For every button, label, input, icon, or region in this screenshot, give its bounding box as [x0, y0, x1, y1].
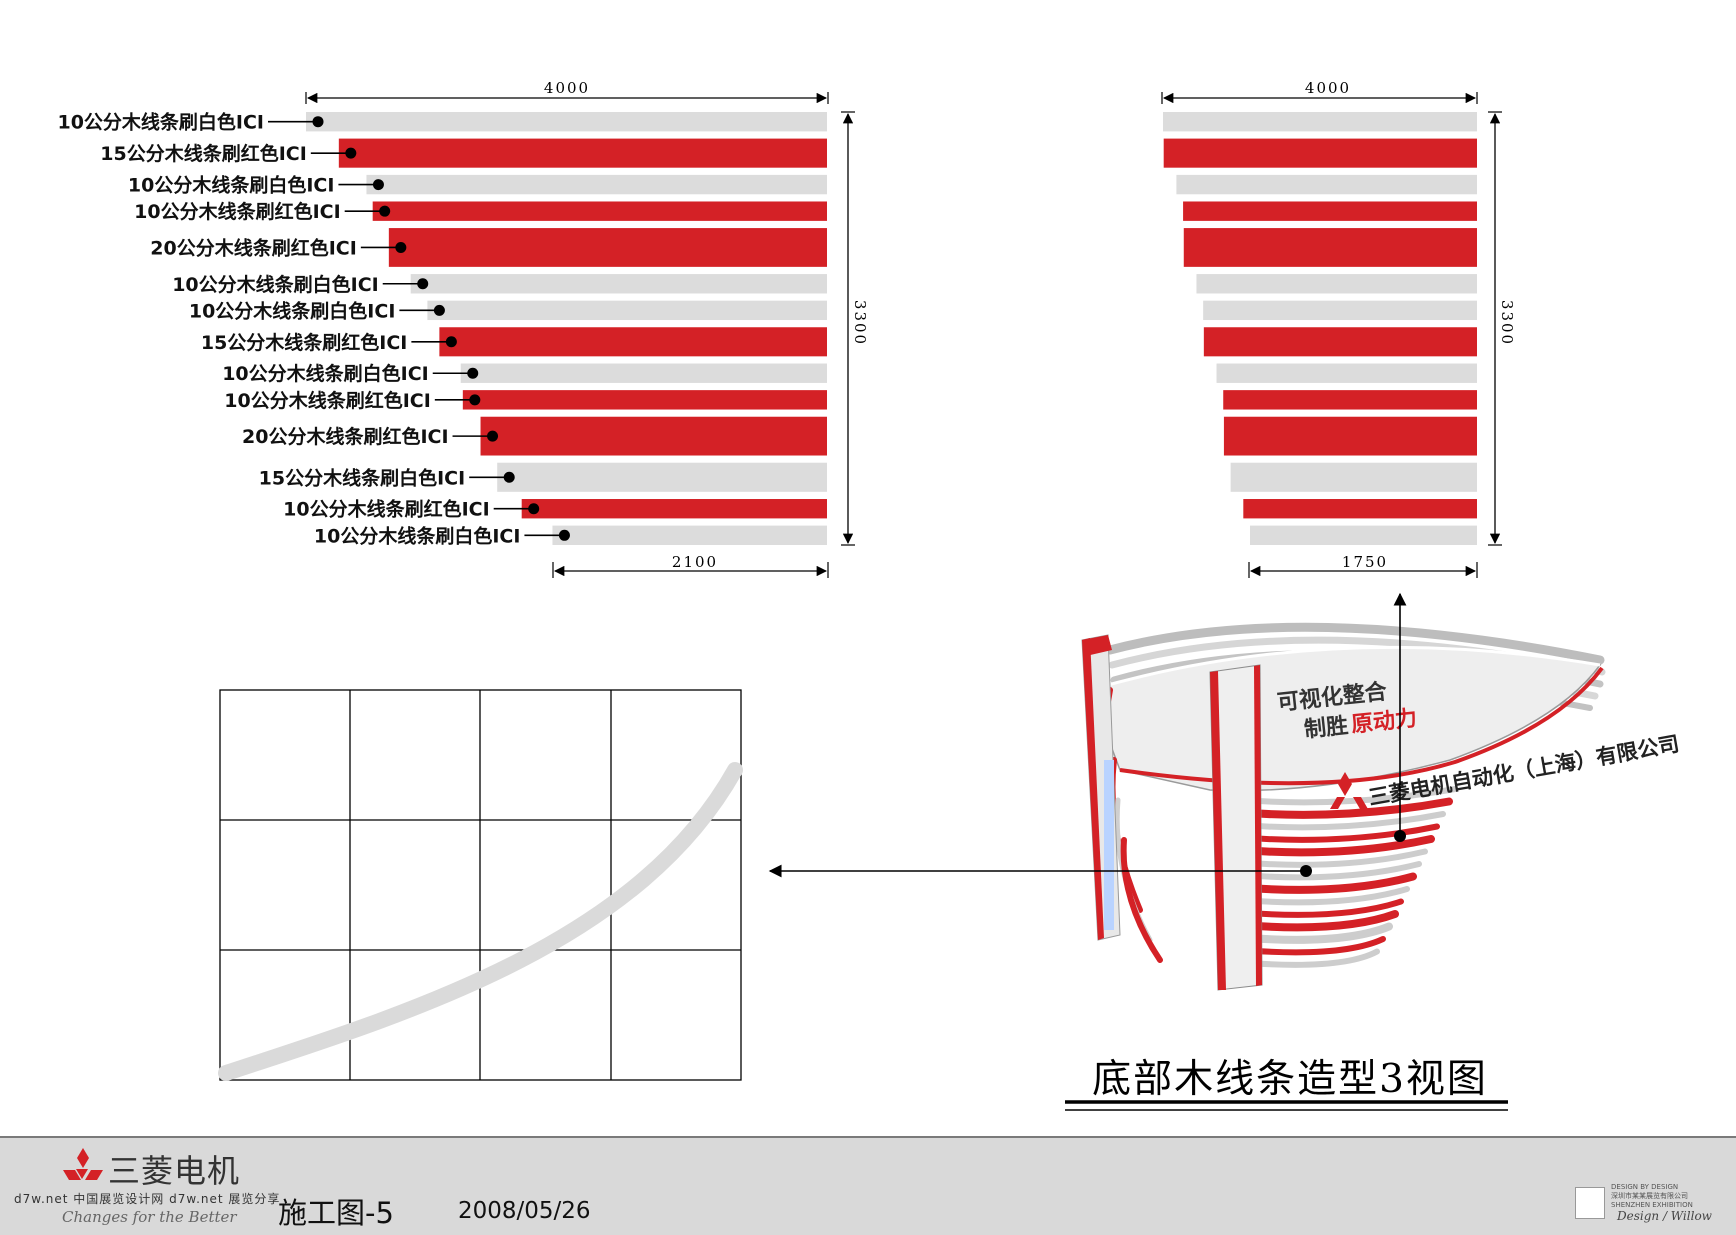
front-bar-11 — [480, 416, 827, 456]
side-bar-3 — [1176, 174, 1477, 195]
side-bottom-dimension: 1750 — [1248, 553, 1478, 578]
leader-dot-12 — [503, 471, 515, 483]
side-elevation-view: 4000 3300 1750 — [1161, 79, 1516, 578]
leader-dot-1 — [312, 116, 324, 128]
front-bar-4 — [372, 201, 827, 221]
leader-dot-5 — [395, 241, 407, 253]
sheet-date: 2008/05/26 — [458, 1198, 591, 1224]
bar-label-13: 10公分木线条刷红色ICI — [283, 498, 490, 521]
brand-slogan: Changes for the Better — [62, 1208, 237, 1226]
front-bottom-dim-text: 2100 — [672, 553, 718, 571]
front-bars — [306, 112, 827, 545]
bar-label-11: 20公分木线条刷红色ICI — [242, 425, 449, 448]
render-front-column — [1209, 664, 1263, 991]
front-bar-14 — [552, 525, 827, 545]
leader-dot-7 — [433, 304, 445, 316]
side-bar-1 — [1163, 112, 1477, 132]
side-bar-11 — [1223, 416, 1477, 456]
side-side-dim-text: 3300 — [1498, 300, 1516, 346]
plan-grid — [219, 689, 742, 1081]
front-elevation-view: 10公分木线条刷白色ICI 15公分木线条刷红色ICI 10公分木线条刷白色ICI 1… — [57, 79, 869, 578]
leader-dot-4 — [379, 205, 391, 217]
designer-logo-icon — [1575, 1187, 1605, 1219]
front-side-dimension: 3300 — [841, 111, 869, 546]
bar-label-5: 20公分木线条刷红色ICI — [150, 236, 357, 259]
bar-label-12: 15公分木线条刷白色ICI — [259, 466, 466, 489]
view-title: 底部木线条造型3视图 — [1092, 1057, 1488, 1102]
leader-dot-6 — [417, 278, 429, 290]
side-top-dim-text: 4000 — [1305, 79, 1351, 97]
leader-dot-8 — [445, 336, 457, 348]
watermark-text: d7w.net 中国展览设计网 d7w.net 展览分享 — [14, 1192, 281, 1206]
bar-label-9: 10公分木线条刷白色ICI — [222, 362, 429, 385]
bar-label-8: 15公分木线条刷红色ICI — [201, 331, 408, 354]
front-bar-13 — [521, 499, 827, 519]
leader-dot-9 — [467, 367, 479, 379]
side-bar-12 — [1230, 462, 1477, 492]
side-bottom-dim-text: 1750 — [1342, 553, 1388, 571]
mitsubishi-logo-icon — [63, 1148, 103, 1180]
front-bottom-dimension: 2100 — [552, 553, 829, 578]
leader-dot-2 — [345, 147, 357, 159]
side-bar-6 — [1196, 274, 1477, 294]
front-bar-1 — [306, 112, 827, 132]
side-bar-7 — [1203, 300, 1477, 321]
front-bar-12 — [497, 462, 827, 492]
leader-dot-13 — [528, 503, 540, 515]
leader-dot-10 — [469, 394, 481, 406]
view-title-block: 底部木线条造型3视图 — [1065, 1057, 1508, 1111]
designer-signature: Design / Willow — [1617, 1209, 1712, 1223]
front-bar-2 — [338, 138, 827, 168]
bar-label-3: 10公分木线条刷白色ICI — [128, 174, 335, 197]
front-bar-8 — [439, 327, 827, 357]
front-bar-7 — [427, 300, 827, 321]
brand-name-cn: 三菱电机 — [108, 1152, 241, 1190]
bar-label-4: 10公分木线条刷红色ICI — [134, 200, 341, 223]
bar-label-7: 10公分木线条刷白色ICI — [189, 299, 396, 322]
side-bar-5 — [1183, 228, 1477, 267]
side-bars — [1163, 112, 1477, 545]
booth-3d-render: 可视化整合 制胜 原动力 三菱电机自动化（上海）有限公司 — [768, 592, 1681, 991]
front-labels: 10公分木线条刷白色ICI 15公分木线条刷红色ICI 10公分木线条刷白色ICI 1… — [57, 111, 570, 547]
side-bar-8 — [1203, 327, 1477, 357]
side-bar-9 — [1216, 363, 1477, 383]
front-bar-6 — [410, 274, 827, 294]
side-top-dimension: 4000 — [1161, 79, 1478, 104]
designer-stamp: DESIGN BY DESIGN 深圳市某某展览有限公司 SHENZHEN EX… — [1575, 1183, 1715, 1229]
front-bar-5 — [388, 228, 827, 267]
front-bar-9 — [460, 363, 827, 383]
title-block-footer — [0, 1136, 1736, 1235]
bar-label-10: 10公分木线条刷红色ICI — [224, 389, 431, 412]
bar-label-2: 15公分木线条刷红色ICI — [100, 142, 307, 165]
front-side-dim-text: 3300 — [851, 300, 869, 346]
side-bar-4 — [1183, 201, 1477, 221]
render-slogan-line2a: 制胜 — [1303, 714, 1349, 743]
front-top-dimension: 4000 — [305, 79, 829, 104]
front-top-dim-text: 4000 — [544, 79, 590, 97]
plan-view — [218, 689, 743, 1081]
side-bar-10 — [1223, 390, 1477, 410]
side-side-dimension: 3300 — [1488, 111, 1516, 546]
sheet-number: 施工图-5 — [278, 1196, 394, 1230]
side-bar-13 — [1243, 499, 1477, 519]
leader-dot-11 — [487, 430, 499, 442]
bar-label-14: 10公分木线条刷白色ICI — [314, 524, 521, 547]
side-bar-14 — [1250, 525, 1477, 545]
front-bar-3 — [366, 174, 827, 195]
side-bar-2 — [1163, 138, 1477, 168]
designer-small-print: DESIGN BY DESIGN 深圳市某某展览有限公司 SHENZHEN EX… — [1611, 1183, 1693, 1209]
render-lower-strips — [1226, 786, 1458, 968]
plan-curved-strip — [218, 762, 743, 1081]
leader-dot-3 — [372, 179, 384, 191]
render-left-column — [1081, 634, 1121, 941]
mitsubishi-logo-icon — [1330, 772, 1368, 809]
front-bar-10 — [462, 390, 827, 410]
bar-label-1: 10公分木线条刷白色ICI — [57, 111, 264, 134]
leader-dot-14 — [558, 529, 570, 541]
bar-label-6: 10公分木线条刷白色ICI — [172, 273, 379, 296]
